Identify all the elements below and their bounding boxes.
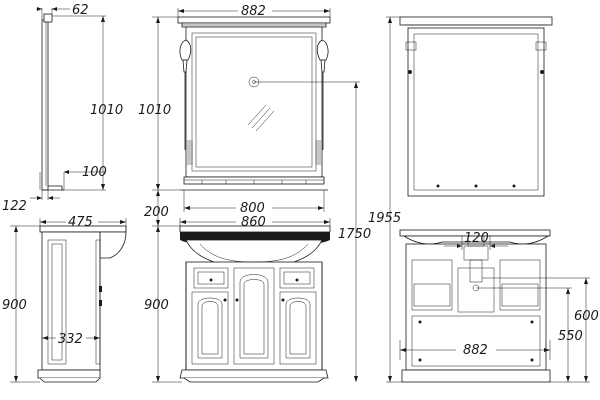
dim-mirror-to-vanity-gap: 200 <box>144 205 169 220</box>
vanity-side-view <box>10 218 127 383</box>
dim-mirror-shelf-width: 800 <box>240 201 265 216</box>
vanity-rear-view <box>399 229 590 383</box>
mirror-rear-view <box>386 16 553 383</box>
dim-rear-drain-width: 120 <box>464 231 489 246</box>
dim-mirror-front-width: 882 <box>241 4 266 19</box>
dim-vanity-height: 900 <box>144 298 169 313</box>
dim-rear-pipe-height: 550 <box>558 329 583 344</box>
dim-mirror-side-depth: 62 <box>72 3 89 18</box>
vanity-front-view <box>152 218 331 383</box>
mirror-front-view <box>152 8 360 382</box>
dim-mirror-bottom-gap: 122 <box>2 199 27 214</box>
dim-rear-width: 882 <box>463 343 488 358</box>
dim-side-inner-depth: 332 <box>58 332 83 347</box>
dim-total-height: 1955 <box>368 211 401 226</box>
mirror-side-view <box>30 7 106 200</box>
dim-side-depth: 475 <box>68 215 93 230</box>
dim-mirror-side-height: 1010 <box>90 103 123 118</box>
dim-rear-height: 600 <box>574 309 599 324</box>
dim-mirror-front-height: 1010 <box>138 103 171 118</box>
dim-top-of-mirror-height: 1750 <box>338 227 371 242</box>
dim-side-height: 900 <box>2 298 27 313</box>
dim-mirror-shelf-depth: 100 <box>82 165 107 180</box>
dim-vanity-width: 860 <box>241 215 266 230</box>
